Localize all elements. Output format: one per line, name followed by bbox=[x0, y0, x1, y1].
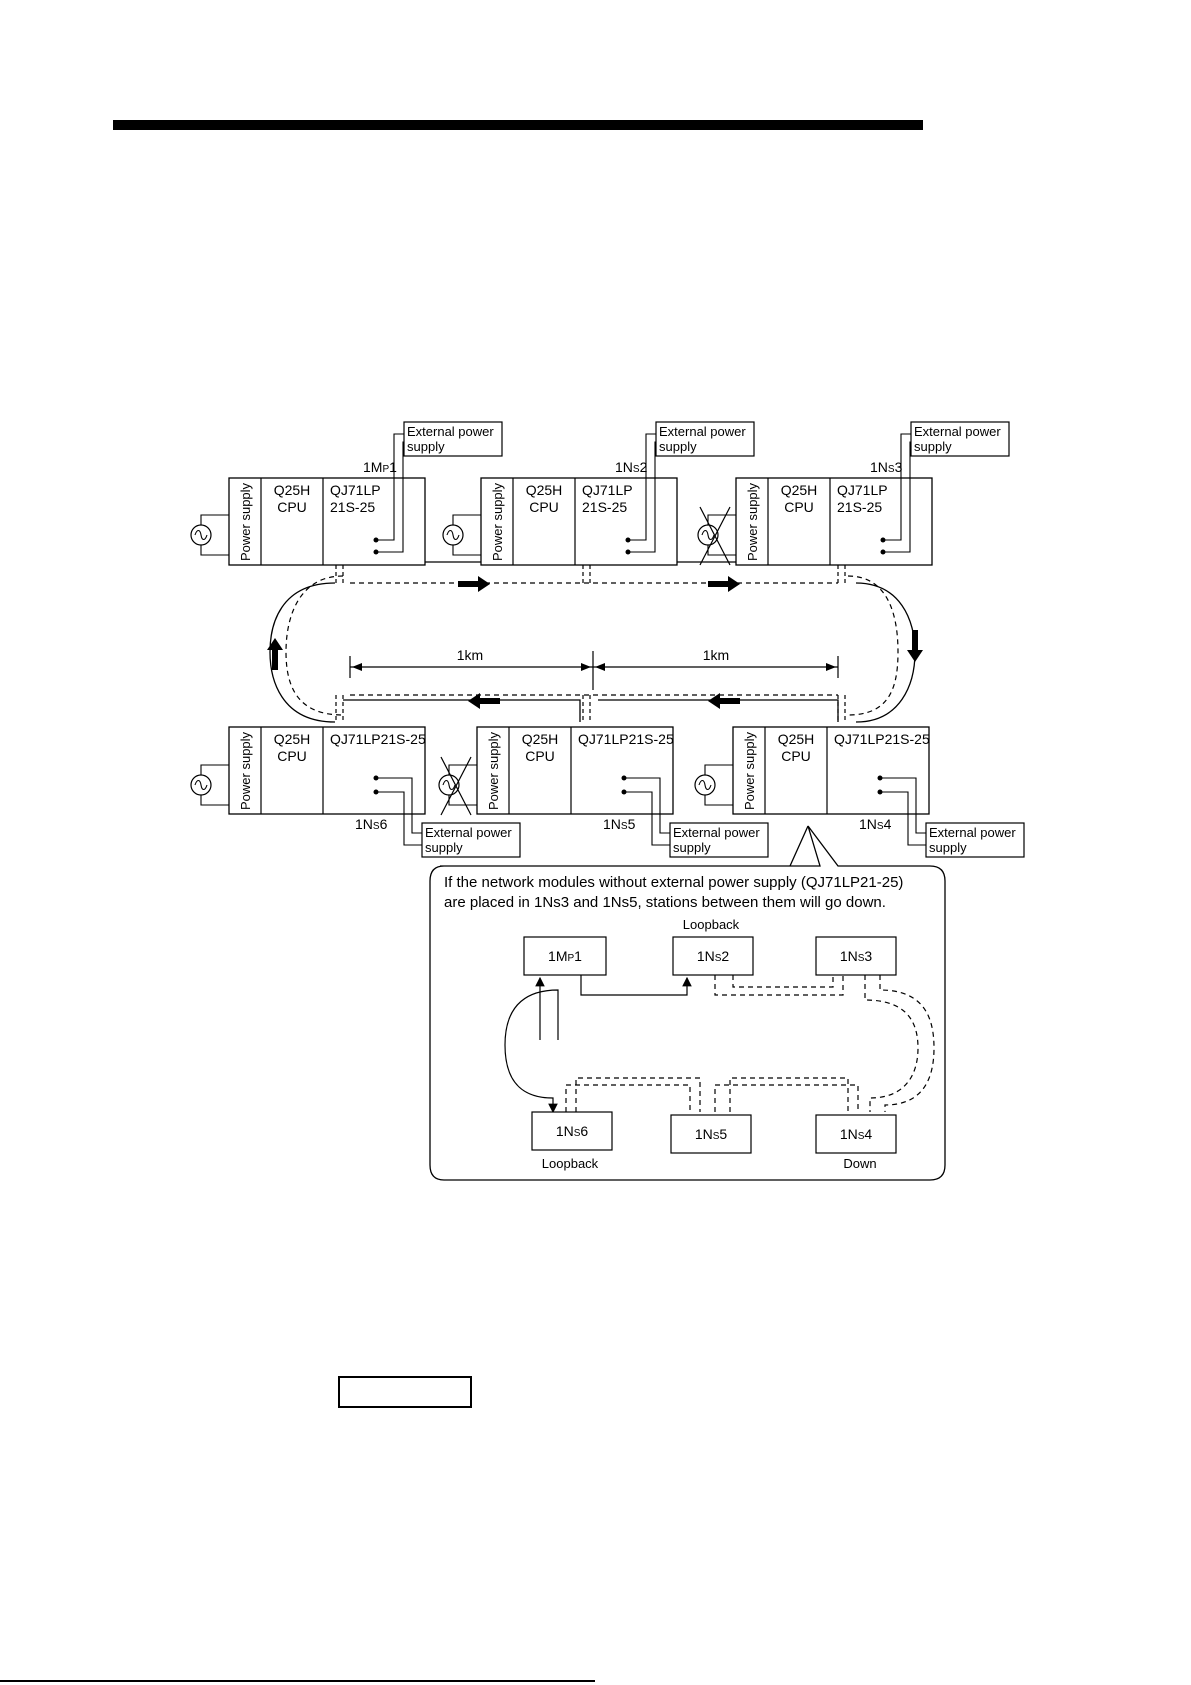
power-off-x-mark bbox=[440, 756, 472, 816]
power-supply-label: Power supply bbox=[745, 482, 760, 561]
network-module-label: QJ71LP21S-25 bbox=[834, 731, 930, 747]
station-label: 1NS2 bbox=[615, 459, 648, 475]
callout-node-1ns4: 1NS4 bbox=[815, 1114, 897, 1154]
power-supply-label: Power supply bbox=[238, 482, 253, 561]
callout-node-label: 1NS3 bbox=[840, 948, 873, 964]
station-label: 1NS6 bbox=[355, 816, 388, 832]
flow-arrow-down bbox=[907, 630, 923, 662]
distance-label-2: 1km bbox=[703, 647, 729, 663]
callout-node-1ns3: 1NS3 bbox=[815, 936, 897, 976]
callout-node-label: 1NS2 bbox=[697, 948, 730, 964]
flow-arrows bbox=[267, 576, 923, 709]
distance-label-1: 1km bbox=[457, 647, 483, 663]
flow-arrow-right-1 bbox=[458, 576, 490, 592]
flow-arrow-right-2 bbox=[708, 576, 740, 592]
ac-source-icon bbox=[697, 514, 736, 556]
station-label: 1NS3 bbox=[870, 459, 903, 475]
callout-node-1ns6: 1NS6 bbox=[531, 1111, 613, 1151]
station-label: 1NS5 bbox=[603, 816, 636, 832]
distance-dimensions: 1km 1km bbox=[349, 647, 839, 690]
power-supply-label: Power supply bbox=[238, 731, 253, 810]
ring-cable bbox=[269, 556, 916, 723]
ac-source-icon bbox=[190, 514, 229, 556]
callout-node-1mp1: 1MP1 bbox=[523, 936, 607, 976]
loopback-label-bottom: Loopback bbox=[542, 1156, 599, 1171]
callout-node-label: 1NS5 bbox=[695, 1126, 728, 1142]
callout-text-line2: are placed in 1Ns3 and 1Ns5, stations be… bbox=[444, 894, 886, 911]
network-module-label: QJ71LP21S-25 bbox=[330, 731, 426, 747]
station-label: 1MP1 bbox=[363, 459, 397, 475]
network-module-label: QJ71LP21S-25 bbox=[578, 731, 674, 747]
flow-arrow-left-1 bbox=[468, 693, 500, 709]
header-rule bbox=[113, 120, 923, 130]
callout-node-label: 1NS4 bbox=[840, 1126, 873, 1142]
power-supply-label: Power supply bbox=[486, 731, 501, 810]
ac-source-icon bbox=[694, 764, 733, 806]
callout-node-label: 1NS6 bbox=[556, 1123, 589, 1139]
ac-source-icon bbox=[190, 764, 229, 806]
power-supply-label: Power supply bbox=[742, 731, 757, 810]
callout-node-1ns2: 1NS2 bbox=[672, 936, 754, 976]
callout-node-1ns5: 1NS5 bbox=[670, 1114, 752, 1154]
ac-source-icon bbox=[442, 514, 481, 556]
callout-text-line1: If the network modules without external … bbox=[444, 874, 903, 891]
station-label: 1NS4 bbox=[859, 816, 892, 832]
power-supply-label: Power supply bbox=[490, 482, 505, 561]
flow-arrow-left-2 bbox=[708, 693, 740, 709]
loopback-label-top: Loopback bbox=[683, 917, 740, 932]
caption-box bbox=[338, 1376, 472, 1408]
callout: If the network modules without external … bbox=[429, 825, 946, 1181]
power-off-x-mark bbox=[699, 506, 731, 566]
callout-node-label: 1MP1 bbox=[548, 948, 582, 964]
flow-arrow-up bbox=[267, 638, 283, 670]
ac-source-icon bbox=[438, 764, 477, 806]
footer-rule bbox=[0, 1680, 595, 1682]
down-label: Down bbox=[843, 1156, 876, 1171]
